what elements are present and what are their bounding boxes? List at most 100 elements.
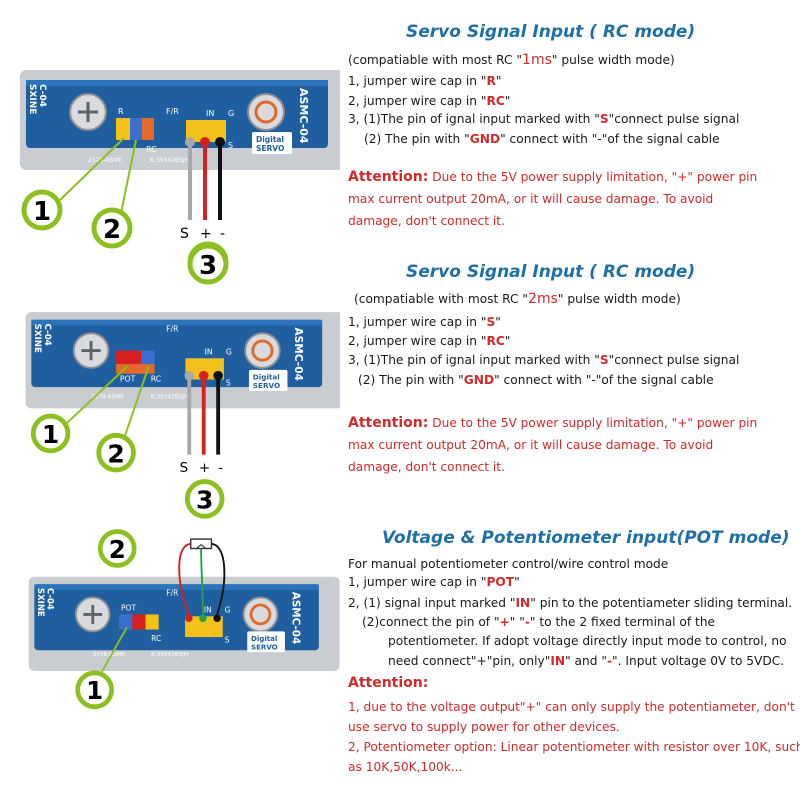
callout-3-number: 3 (196, 486, 213, 515)
board-diagram-rc-2ms: C-04 SXINE ASMC-04 Digital SERVO POT RC … (25, 312, 340, 519)
section-title-rc-2ms: Servo Signal Input ( RC mode) (406, 262, 696, 282)
board-sub-left: SXINE (32, 324, 42, 353)
callout-1 (21, 189, 63, 231)
pot-note-2a: 2, Potentiometer option: Linear potentio… (348, 740, 800, 754)
callout-1 (75, 670, 114, 710)
jumper-cap-rc (130, 118, 142, 140)
board-s-label: S (225, 636, 230, 645)
board-fr-label: F/R (166, 324, 179, 333)
callout-3-number: 3 (199, 251, 217, 281)
callout-2 (91, 207, 133, 249)
leader-line-2 (119, 139, 137, 219)
jumper-cap-rc (141, 350, 155, 365)
board-pot-label: POT (120, 374, 136, 383)
callout-1-number: 1 (33, 197, 51, 227)
step-3a: 3, (1)The pin of ignal input marked with… (348, 112, 740, 126)
wire-label-minus: - (218, 460, 223, 476)
board-g-label: G (225, 606, 231, 615)
jumper-cap-pot (119, 614, 133, 630)
callout-1-number: 1 (42, 420, 59, 449)
pot-wire-red (178, 542, 191, 615)
board-model-right: ASMC-04 (297, 88, 310, 144)
board-serial-b: K:39342BSJH (151, 652, 188, 658)
wire-label-plus: + (200, 226, 212, 242)
board-sub-left: SXINE (36, 588, 46, 617)
board-model-left: C-04 (37, 84, 47, 107)
board-in-label: IN (204, 606, 212, 615)
pot-step-2d: need connect"+"pin, only"IN" and "-". In… (388, 654, 785, 668)
leader-line-1 (63, 365, 129, 427)
rc-1ms-section: C-04 SXINE ASMC-04 Digital SERVO R RC F/… (0, 0, 800, 260)
pot-step-1: 1, jumper wire cap in "POT" (348, 575, 520, 589)
step-3a: 3, (1)The pin of ignal input marked with… (348, 353, 740, 367)
pot-intro: For manual potentiometer control/wire co… (348, 557, 669, 571)
board-diagram-rc-1ms: C-04 SXINE ASMC-04 Digital SERVO R RC F/… (20, 70, 340, 260)
board-fr-label: F/R (166, 107, 179, 116)
callout-1 (30, 413, 71, 454)
signal-pin-header (185, 616, 223, 638)
jumper-cap-r (116, 118, 130, 140)
wire-label-plus: + (199, 460, 210, 476)
compat-line: (compatiable with most RC "2ms" pulse wi… (354, 291, 681, 307)
board-s-label: S (226, 378, 231, 387)
section-title-pot: Voltage & Potentiometer input(POT mode) (382, 528, 790, 548)
pot-step-2c: potentiometer. If adopt voltage directly… (388, 634, 787, 648)
board-model-right: ASMC-04 (289, 592, 301, 644)
wire-label-s: S (180, 460, 189, 476)
pot-step-2a: 2, (1) signal input marked "IN" pin to t… (348, 596, 793, 610)
callout-2-number: 2 (109, 535, 126, 564)
attention-line-1: Attention: Due to the 5V power supply li… (348, 415, 758, 431)
pot-note-1a: 1, due to the voltage output"+" can only… (348, 700, 795, 714)
board-digital-label: Digital (256, 135, 284, 144)
wire-label-s: S (180, 226, 189, 242)
pot-mode-section: C-04 SXINE ASMC-04 Digital SERVO POT RC … (0, 524, 800, 800)
board-model-left: C-04 (42, 324, 52, 346)
board-serial-b: K:39342BSJH (151, 395, 189, 401)
board-model-right: ASMC-04 (292, 327, 304, 380)
board-pot-label: POT (121, 604, 136, 613)
step-2: 2, jumper wire cap in "RC" (348, 94, 511, 108)
callout-2-number: 2 (107, 439, 124, 468)
pot-note-1b: use servo to supply power for other devi… (348, 720, 620, 734)
step-3b: (2) The pin with "GND" connect with "-"o… (358, 373, 714, 387)
board-rc-label: RC (151, 634, 161, 643)
board-digital-label: Digital (251, 634, 277, 643)
callout-2 (97, 529, 137, 568)
mounting-screw-right (247, 93, 285, 131)
callout-1-number: 1 (86, 676, 103, 705)
pot-wire-green (200, 548, 204, 615)
board-pcb (26, 80, 328, 148)
wire-label-minus: - (220, 226, 225, 242)
potentiometer-icon (190, 538, 213, 550)
board-servo-label: SERVO (253, 381, 280, 390)
board-serial-a: 2578-ASME (88, 157, 122, 164)
board-fr-label: F/R (166, 589, 178, 598)
mounting-screw-right (244, 332, 281, 369)
attention-line-3: damage, don't connect it. (348, 214, 505, 228)
rc-2ms-section: C-04 SXINE ASMC-04 Digital SERVO POT RC … (0, 262, 800, 532)
mounting-screw-right (242, 596, 279, 633)
signal-pin-header (186, 120, 226, 142)
board-serial-a: 2578-ASME (93, 652, 126, 658)
callout-3 (184, 479, 225, 519)
board-sub-left: SXINE (27, 84, 37, 114)
board-model-left: C-04 (46, 588, 56, 610)
section-title-rc-1ms: Servo Signal Input ( RC mode) (406, 22, 696, 42)
step-2: 2, jumper wire cap in "RC" (348, 334, 511, 348)
jumper-pin-block (142, 118, 154, 140)
board-digital-label: Digital (253, 372, 280, 381)
board-in-label: IN (205, 347, 213, 356)
attention-line-2: max current output 20mA, or it will caus… (348, 192, 714, 206)
attention-line-1: Attention: Due to the 5V power supply li… (348, 169, 758, 185)
board-diagram-pot: C-04 SXINE ASMC-04 Digital SERVO POT RC … (28, 529, 340, 710)
board-servo-label: SERVO (251, 642, 278, 651)
leader-line-1 (99, 627, 128, 676)
leader-line-1 (59, 137, 125, 201)
callout-2 (96, 432, 136, 473)
board-in-label: IN (206, 109, 214, 118)
leader-line-2 (120, 365, 150, 446)
board-g-label: G (228, 109, 234, 118)
board-rc-label: RC (151, 374, 161, 383)
pot-wire-black (211, 542, 226, 615)
step-1: 1, jumper wire cap in "S" (348, 315, 501, 329)
